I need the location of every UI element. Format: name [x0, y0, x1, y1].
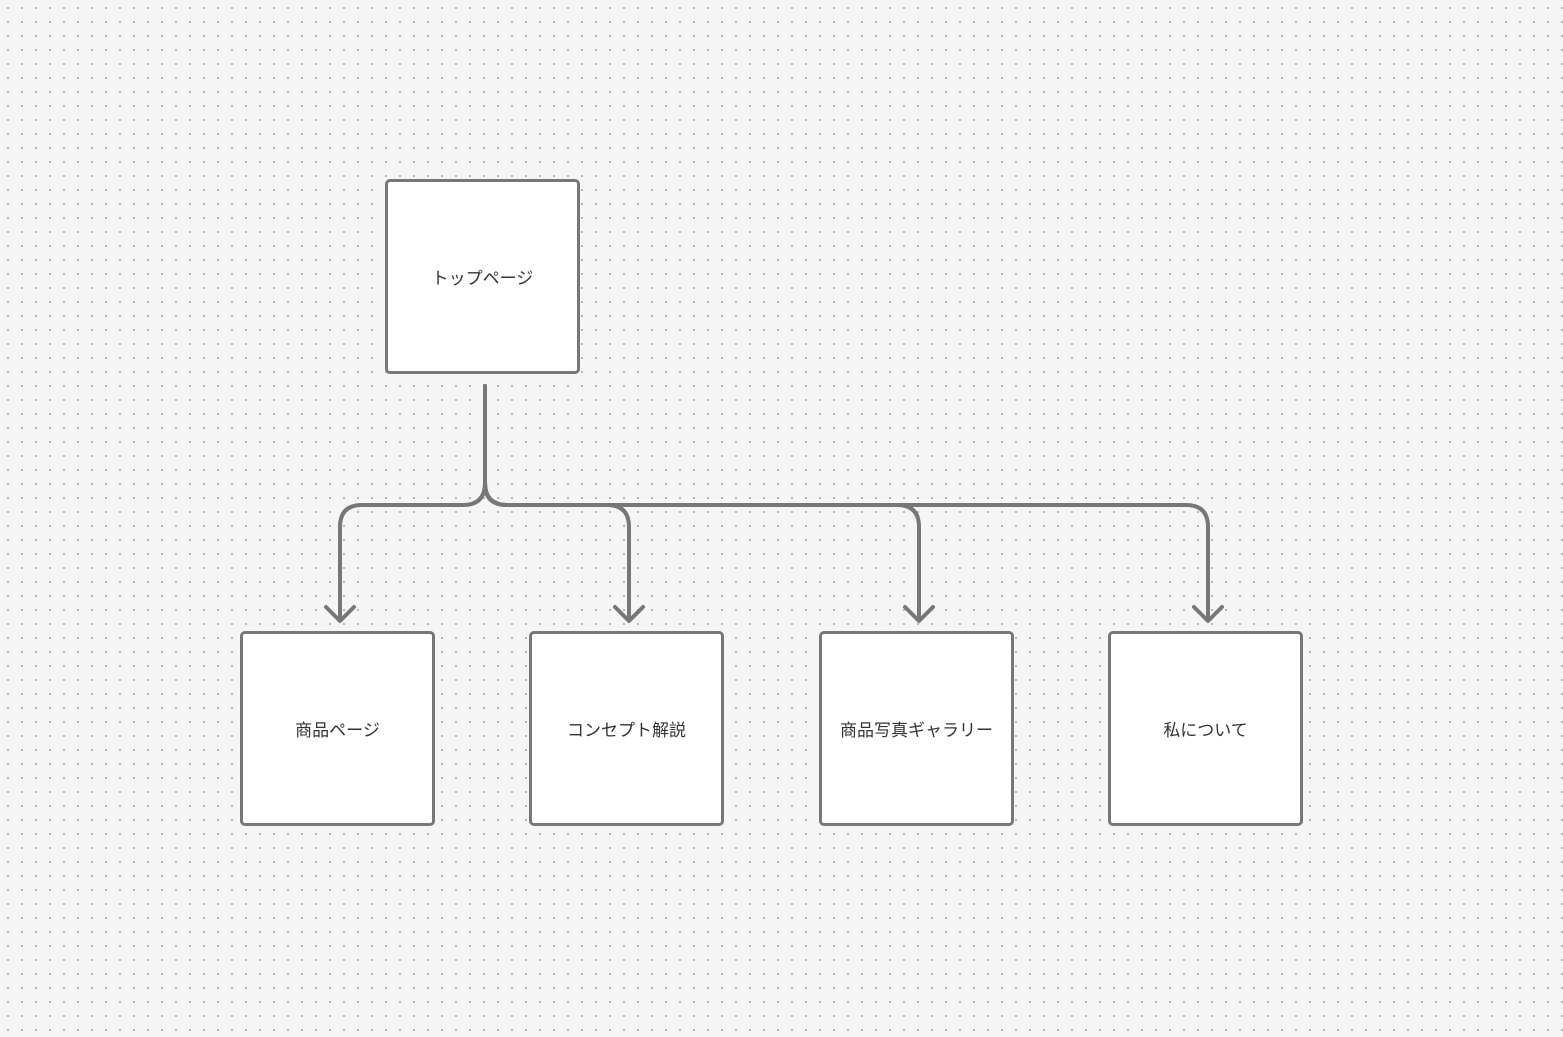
- connector-top-to-about: [483, 384, 1210, 622]
- node-label-concept: コンセプト解説: [567, 721, 686, 741]
- node-label-about-me: 私について: [1163, 721, 1248, 741]
- arrowhead-products: [324, 605, 356, 623]
- node-products-page[interactable]: 商品ページ: [240, 631, 435, 826]
- connector-top-to-concept: [483, 384, 631, 622]
- arrowhead-concept: [613, 605, 645, 623]
- arrowhead-about: [1192, 605, 1224, 623]
- node-about-me[interactable]: 私について: [1108, 631, 1303, 826]
- connector-top-to-gallery: [483, 384, 921, 622]
- node-photo-gallery[interactable]: 商品写真ギャラリー: [819, 631, 1014, 826]
- node-top-page[interactable]: トップページ: [385, 179, 580, 374]
- node-concept[interactable]: コンセプト解説: [529, 631, 724, 826]
- node-label-products-page: 商品ページ: [295, 721, 380, 741]
- node-label-top-page: トップページ: [431, 269, 534, 289]
- connector-top-to-products: [338, 384, 487, 622]
- arrowhead-gallery: [903, 605, 935, 623]
- node-label-photo-gallery: 商品写真ギャラリー: [840, 721, 993, 741]
